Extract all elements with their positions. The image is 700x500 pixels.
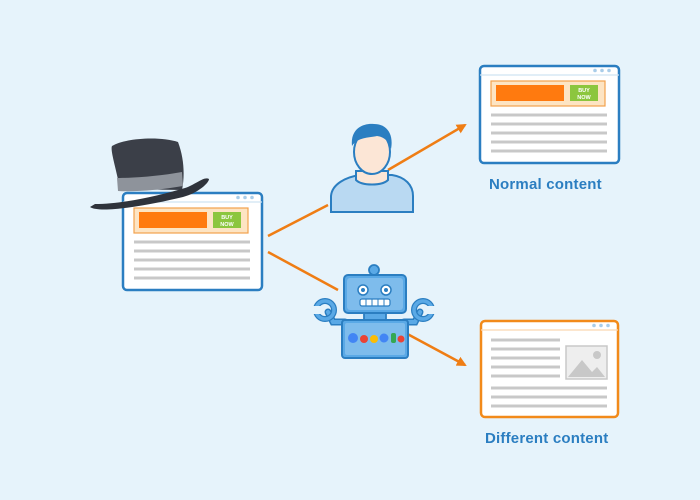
text-lines [491, 113, 607, 153]
arrows [267, 123, 467, 367]
text-lines [134, 240, 250, 280]
buy-now-button: BUY NOW [213, 212, 241, 228]
window-dots [593, 68, 611, 73]
crawler-robot-icon [312, 264, 436, 359]
buy-now-label-line2: NOW [577, 95, 591, 101]
buy-now-label-line1: BUY [578, 88, 590, 94]
buy-now-label-line2: NOW [220, 222, 234, 228]
arrow-to-normal-content [387, 123, 467, 172]
different-content-caption: Different content [485, 430, 609, 447]
window-dots [236, 195, 254, 200]
cta-bar [496, 85, 564, 101]
arrow-to-different-content [399, 328, 467, 367]
buy-now-label-line1: BUY [221, 215, 233, 221]
normal-content-browser-window: BUY NOW [478, 64, 621, 165]
buy-now-button: BUY NOW [570, 85, 598, 101]
arrow-to-human [267, 203, 329, 238]
source-browser-window: BUY NOW [121, 191, 264, 292]
window-dots [592, 323, 610, 328]
different-content-browser-window [479, 319, 620, 419]
black-hat-icon [90, 138, 209, 210]
text-lines [491, 338, 607, 408]
arrow-to-robot [267, 250, 339, 292]
user-icon [330, 123, 414, 213]
google-color-dots [348, 333, 405, 343]
cta-bar [139, 212, 207, 228]
image-placeholder-icon [565, 345, 608, 380]
normal-content-caption: Normal content [489, 176, 602, 193]
